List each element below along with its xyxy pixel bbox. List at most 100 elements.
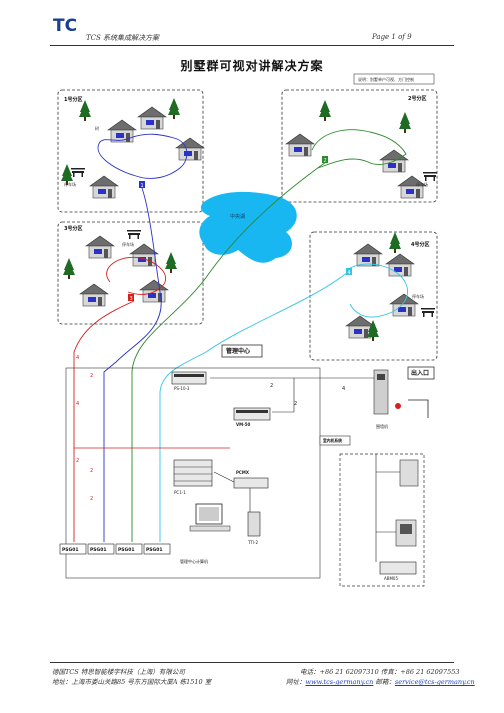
management-center-label: 管理中心 — [226, 347, 250, 355]
tti2-device — [247, 511, 261, 537]
header-page-number: Page 1 of 9 — [372, 33, 412, 41]
villa-icon — [79, 283, 109, 307]
legend-note: 说明：别墅单户可视、方门控制 — [358, 76, 414, 82]
zone-1-label: 1号分区 — [64, 96, 82, 103]
zone-3-label: 3号分区 — [64, 225, 82, 232]
psg-box — [59, 543, 87, 555]
zone-2-marker — [322, 156, 328, 163]
psg-label: PSG01 — [118, 547, 135, 553]
villa-icon — [107, 119, 137, 143]
vm50-device — [233, 407, 271, 421]
line-label: 2 — [90, 468, 93, 474]
entrance-tag — [407, 366, 435, 380]
tcs-logo: TCS — [53, 16, 78, 36]
parking-label: 停车场 — [416, 181, 428, 187]
marker-label: 4 — [348, 270, 351, 276]
footer-email-label: 邮箱： — [373, 678, 395, 686]
email-link[interactable]: service@tcs-germany.cn — [394, 678, 475, 686]
zone-3-marker — [128, 294, 134, 301]
psg-box — [115, 543, 143, 555]
line-label: 2 — [90, 496, 93, 502]
psg-box — [143, 543, 171, 555]
villa-icon — [175, 137, 205, 161]
green-trunk — [131, 161, 327, 542]
lake-label: 中央湖 — [230, 213, 245, 220]
zone-4-label: 4号分区 — [411, 241, 429, 248]
zone-3-box — [57, 221, 204, 325]
parking-icon — [423, 172, 437, 181]
villa-icon — [137, 106, 167, 130]
parking-icon — [71, 168, 85, 177]
villa-icon — [285, 133, 315, 157]
footer-company: 德国TCS 特思智能楼宇科技（上海）有限公司 — [52, 668, 185, 676]
gate-station-label: 围墙机 — [376, 423, 388, 429]
tree-icon — [79, 100, 91, 121]
psg-box — [87, 543, 115, 555]
blue-trunk — [103, 187, 162, 542]
header-rule — [50, 45, 454, 46]
legend-note-box — [353, 73, 435, 85]
line-label: 4 — [76, 355, 79, 361]
gate-station-device — [373, 369, 389, 415]
pcmx-device — [233, 477, 269, 489]
footer-address: 地址：上海市娄山关路85 号东方国际大厦A 栋1510 室 — [52, 678, 212, 686]
line-label: 4 — [342, 386, 345, 392]
website-link[interactable]: www.tcs-germany.cn — [305, 678, 374, 686]
villa-icon — [85, 235, 115, 259]
footer-web-label: 网址： — [286, 678, 306, 686]
footer-rule — [50, 662, 454, 663]
sub-device — [379, 561, 417, 575]
parking-label: 停车场 — [412, 293, 424, 299]
page-footer: 德国TCS 特思智能楼宇科技（上海）有限公司 电话：+86 21 6209731… — [0, 662, 504, 702]
system-diagram: 说明：别墅单户可视、方门控制 1号分区 2号分区 3号分区 4号分区 中央湖 树… — [57, 73, 438, 587]
entrance-label: 出入口 — [411, 369, 429, 377]
marker-label: 3 — [130, 296, 133, 302]
footer-contact: 网址：www.tcs-germany.cn 邮箱：service@tcs-ger… — [286, 676, 475, 686]
zone-4-marker — [346, 268, 352, 275]
villa-icon — [397, 175, 427, 199]
vm-label: VM-50 — [236, 422, 251, 427]
keyboard-icon — [189, 525, 231, 532]
zone-1-marker — [139, 181, 145, 188]
zone-2-loop — [311, 129, 407, 169]
sub-device-label: ABM05 — [384, 576, 398, 581]
villa-icon — [139, 279, 169, 303]
zone-2-label: 2号分区 — [408, 95, 426, 102]
power-supply-device — [171, 371, 207, 385]
indoor-system-label: 室内机系统 — [323, 438, 342, 443]
pcmx-label: PCMX — [236, 470, 249, 475]
parking-icon — [421, 308, 435, 317]
cyan-trunk — [159, 271, 349, 542]
tree-icon — [165, 252, 177, 273]
villa-icon — [353, 243, 383, 267]
psg-label: PSG01 — [90, 547, 107, 553]
tree-icon — [389, 232, 401, 253]
psg-label: PSG01 — [146, 547, 163, 553]
header-title: TCS 系统集成解决方案 — [86, 34, 160, 42]
tree-icon — [168, 98, 180, 119]
line-label: 4 — [76, 401, 79, 407]
pc-label: 管理中心计算机 — [180, 558, 208, 564]
indoor-handset-icon — [399, 459, 419, 487]
red-trunk — [73, 300, 135, 542]
gate-barrier-icon — [408, 399, 429, 418]
zone-1-box — [57, 89, 204, 213]
parking-label: 停车场 — [122, 241, 134, 247]
tti2-label: TTI-2 — [247, 540, 258, 545]
zone-2-box — [281, 89, 438, 203]
marker-label: 2 — [324, 158, 327, 164]
parking-icon — [127, 230, 141, 239]
line-label: 2 — [90, 373, 93, 379]
footer-phone: 电话：+86 21 62097310 传真：+86 21 62097553 — [300, 668, 460, 676]
villa-icon — [385, 253, 415, 277]
line-label: 2 — [270, 383, 273, 389]
marker-label: 1 — [141, 183, 144, 189]
tree-label: 树 — [95, 125, 99, 131]
psg-label: PSG01 — [62, 547, 79, 553]
page-header: TCS TCS 系统集成解决方案 Page 1 of 9 — [0, 0, 504, 50]
line-label: 2 — [294, 401, 297, 407]
tree-icon — [319, 100, 331, 121]
svg-text:TCS: TCS — [53, 16, 78, 36]
villa-icon — [89, 175, 119, 199]
zone-3-loop — [106, 256, 167, 295]
